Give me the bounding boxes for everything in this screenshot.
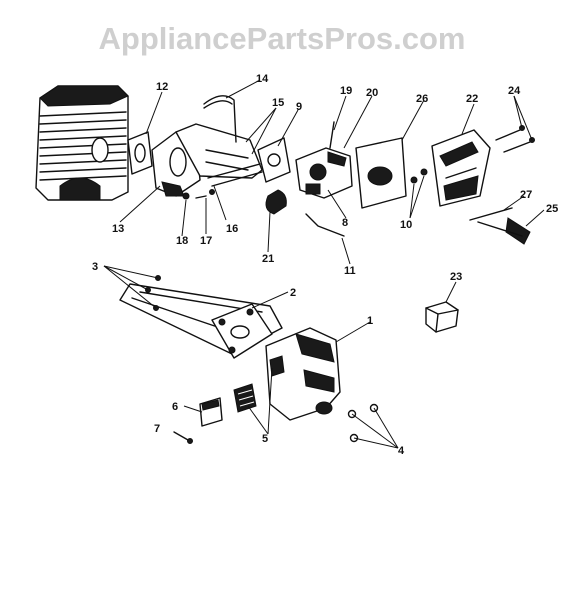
air-filter-gasket-part (355, 137, 407, 209)
callout-19: 19 (340, 85, 352, 97)
callout-17: 17 (200, 235, 212, 247)
callout-26: 26 (416, 93, 428, 105)
choke-lever-part (469, 207, 531, 245)
callout-6: 6 (172, 401, 178, 413)
callout-2: 2 (290, 287, 296, 299)
muffler-housing-part (265, 327, 341, 421)
leader-lines (103, 79, 545, 449)
callout-13: 13 (112, 223, 124, 235)
callout-27: 27 (520, 189, 532, 201)
callout-10: 10 (400, 219, 412, 231)
carburetor-part (295, 121, 353, 199)
callout-20: 20 (366, 87, 378, 99)
air-filter-housing-part (431, 129, 491, 207)
air-filter-screws-part (495, 125, 535, 153)
callout-3: 3 (92, 261, 98, 273)
callout-9: 9 (296, 101, 302, 113)
callout-21: 21 (262, 253, 274, 265)
callout-5: 5 (262, 433, 268, 445)
callout-12: 12 (156, 81, 168, 93)
callout-1: 1 (367, 315, 373, 327)
throttle-rod-part (305, 213, 345, 237)
primer-part (265, 189, 287, 215)
spark-screen-part (233, 383, 257, 413)
callout-24: 24 (508, 85, 521, 97)
screws-part (410, 168, 428, 184)
callout-22: 22 (466, 93, 478, 105)
callout-25: 25 (546, 203, 558, 215)
muffler-cover-part (199, 397, 223, 427)
callout-23: 23 (450, 271, 462, 283)
callout-8: 8 (342, 217, 348, 229)
callout-labels: 1 2 3 4 5 6 7 8 9 10 11 12 13 14 15 16 1… (92, 73, 558, 457)
callout-7: 7 (154, 423, 160, 435)
mounting-plate-part (211, 303, 273, 359)
gasket-part (127, 131, 153, 175)
cylinder-part (35, 85, 129, 201)
callout-11: 11 (344, 265, 356, 277)
cover-screw-part (173, 431, 193, 444)
callout-4: 4 (398, 445, 405, 457)
callout-16: 16 (226, 223, 238, 235)
fuel-line-part (203, 95, 237, 143)
spacer-part (257, 137, 291, 183)
nuts-part (347, 403, 379, 443)
watermark-text: AppliancePartsPros.com (99, 21, 466, 56)
filter-block-part (425, 301, 459, 333)
callout-18: 18 (176, 235, 188, 247)
callout-14: 14 (256, 73, 269, 85)
callout-15: 15 (272, 97, 284, 109)
manifold-screws-part (182, 163, 263, 200)
